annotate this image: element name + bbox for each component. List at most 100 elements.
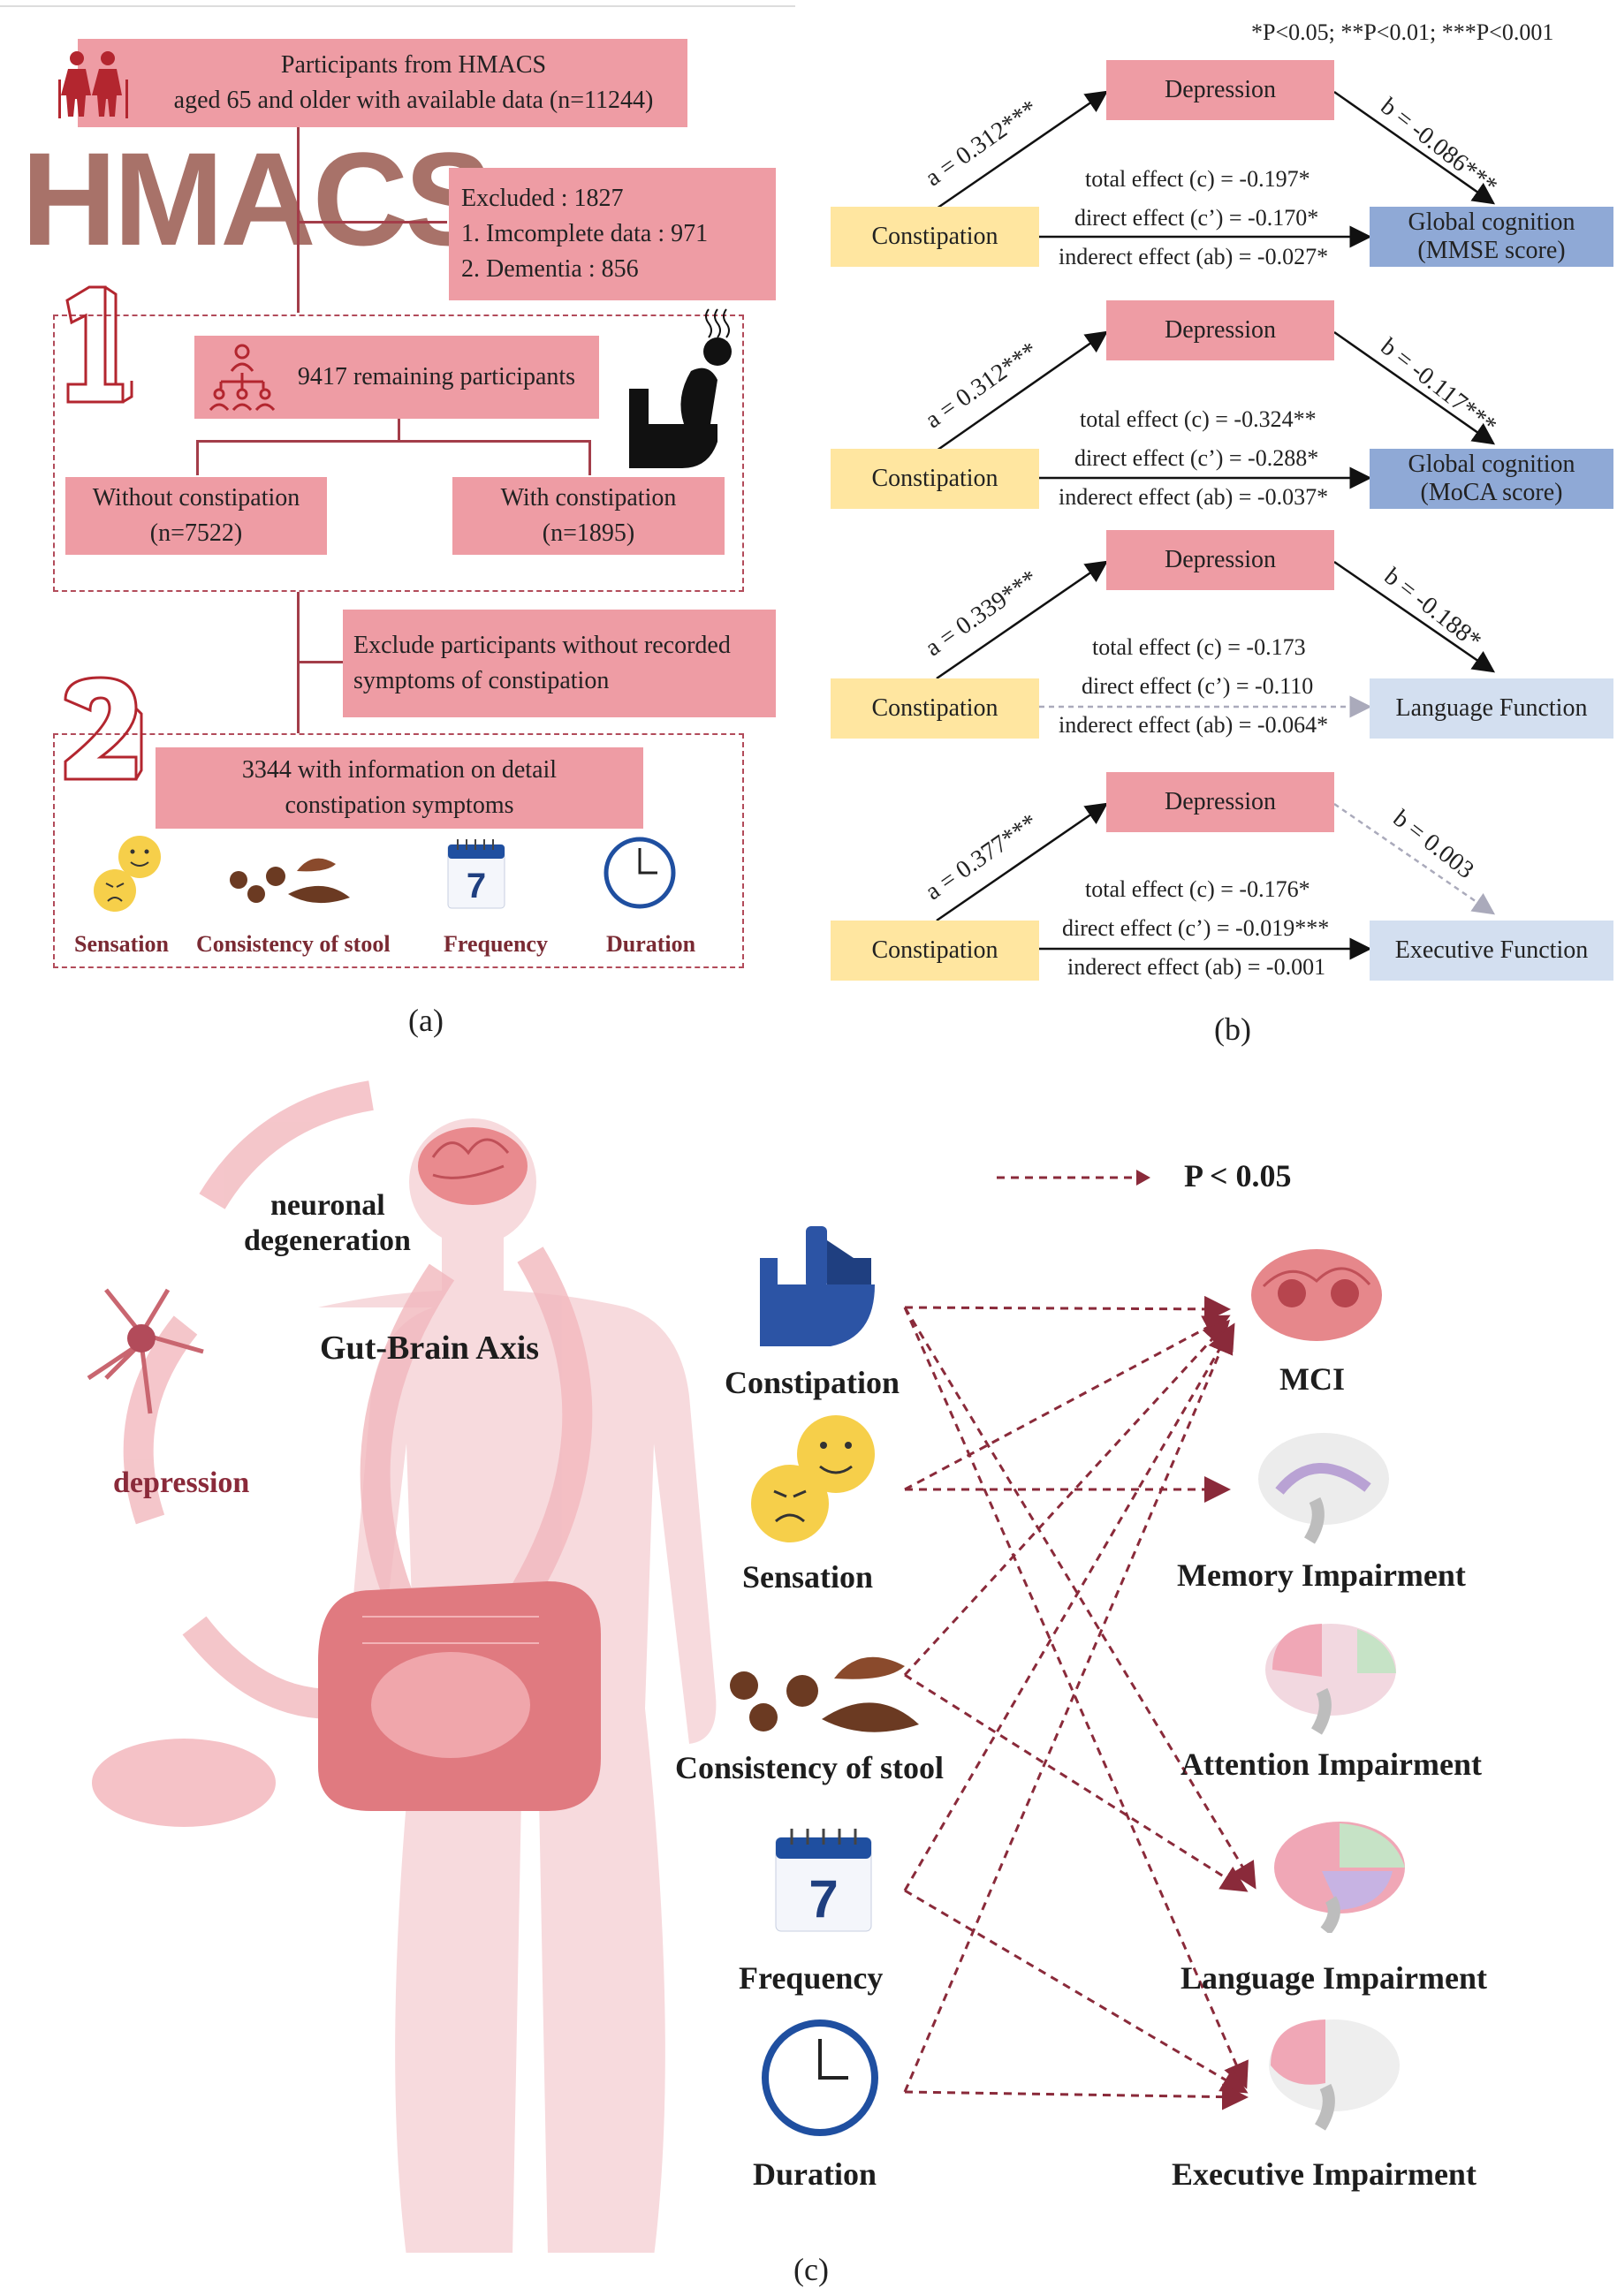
model-1-outcome-line-1: Global cognition bbox=[1408, 208, 1575, 236]
model-4-indirect: inderect effect (ab) = -0.001 bbox=[1067, 954, 1326, 980]
detail-box: 3344 with information on detail constipa… bbox=[156, 747, 643, 829]
model-4-outcome: Executive Function bbox=[1370, 921, 1613, 981]
elderly-couple-icon bbox=[58, 51, 128, 118]
model-1-outcome-line-2: (MMSE score) bbox=[1417, 237, 1566, 264]
model-3-total: total effect (c) = -0.173 bbox=[1092, 634, 1306, 660]
model-2-outcome-line-1: Global cognition bbox=[1408, 451, 1575, 478]
legend-arrow bbox=[997, 1170, 1150, 1186]
language-brain-icon bbox=[1274, 1822, 1405, 1933]
model-3-direct: direct effect (c’) = -0.110 bbox=[1082, 673, 1314, 699]
icon-label-duration: Duration bbox=[606, 931, 696, 957]
outcome-memory: Memory Impairment bbox=[1177, 1557, 1466, 1593]
model-2-outcome-line-2: (MoCA score) bbox=[1420, 479, 1563, 506]
model-3-indirect: inderect effect (ab) = -0.064* bbox=[1059, 712, 1329, 738]
model-2-outcome: Global cognition (MoCA score) bbox=[1370, 449, 1613, 509]
outcome-executive: Executive Impairment bbox=[1172, 2156, 1477, 2192]
model-2-mediator: Depression bbox=[1106, 300, 1334, 360]
significance-legend: *P<0.05; **P<0.01; ***P<0.001 bbox=[1251, 19, 1554, 45]
calendar-number: 7 bbox=[467, 867, 486, 906]
model-4-direct: direct effect (c’) = -0.019*** bbox=[1062, 915, 1330, 941]
participants-line-2: aged 65 and older with available data (n… bbox=[173, 87, 654, 114]
excluded-total: Excluded : 1827 bbox=[461, 185, 624, 212]
excluded-dementia: 2. Dementia : 856 bbox=[461, 255, 639, 283]
excluded-box: Excluded : 1827 1. Imcomplete data : 971… bbox=[449, 168, 776, 300]
model-1-direct: direct effect (c’) = -0.170* bbox=[1074, 205, 1319, 231]
outcome-attention: Attention Impairment bbox=[1180, 1747, 1482, 1782]
stage-2-numeral bbox=[64, 676, 143, 781]
toilet-person-icon bbox=[629, 308, 732, 468]
exposure-frequency: Frequency bbox=[739, 1960, 884, 1996]
toilet-icon bbox=[760, 1226, 875, 1346]
with-count: (n=1895) bbox=[542, 519, 635, 547]
calendar-large-number: 7 bbox=[808, 1869, 838, 1928]
detail-line-1: 3344 with information on detail bbox=[241, 756, 558, 784]
caption-c: (c) bbox=[793, 2252, 829, 2287]
attention-brain-icon bbox=[1265, 1624, 1396, 1735]
stage-2-group bbox=[53, 733, 744, 968]
hmacs-logo: HMACS bbox=[21, 125, 493, 273]
branch-right bbox=[588, 440, 591, 475]
stool-large-icon bbox=[730, 1656, 919, 1732]
caption-a: (a) bbox=[408, 1003, 444, 1038]
model-2-exposure: Constipation bbox=[831, 449, 1039, 509]
icon-label-frequency: Frequency bbox=[444, 931, 548, 957]
legend-label: P < 0.05 bbox=[1184, 1158, 1292, 1193]
participants-box: Participants from HMACS aged 65 and olde… bbox=[78, 39, 687, 127]
exposure-duration: Duration bbox=[753, 2156, 877, 2192]
connector-exclude-symptoms bbox=[297, 661, 343, 663]
stage-1-numeral bbox=[65, 285, 133, 404]
neuronal-label-2: degeneration bbox=[244, 1224, 411, 1257]
exposure-consistency: Consistency of stool bbox=[675, 1750, 944, 1785]
without-count: (n=7522) bbox=[149, 519, 243, 547]
exclude-symptoms-box: Exclude participants without recorded sy… bbox=[343, 610, 776, 717]
association-arrows bbox=[903, 1295, 1256, 2110]
with-constipation-box: With constipation (n=1895) bbox=[452, 477, 725, 555]
calendar-large-icon: 7 bbox=[775, 1829, 872, 1932]
clock-icon bbox=[604, 837, 676, 909]
with-label: With constipation bbox=[500, 484, 677, 511]
model-1-mediator: Depression bbox=[1106, 60, 1334, 120]
icon-label-sensation: Sensation bbox=[74, 931, 169, 957]
model-4-mediator: Depression bbox=[1106, 772, 1334, 832]
branch-left bbox=[196, 440, 199, 475]
model-2-direct: direct effect (c’) = -0.288* bbox=[1074, 445, 1319, 471]
exclude-symptoms-line-1: Exclude participants without recorded bbox=[353, 632, 731, 659]
mediation-arrows bbox=[936, 90, 1496, 960]
model-1-total: total effect (c) = -0.197* bbox=[1085, 166, 1310, 192]
model-4-total: total effect (c) = -0.176* bbox=[1085, 876, 1310, 902]
connector-exclude bbox=[297, 221, 447, 224]
sensation-icon bbox=[751, 1415, 875, 1542]
outcome-mci: MCI bbox=[1279, 1361, 1345, 1397]
without-constipation-box: Without constipation (n=7522) bbox=[65, 477, 327, 555]
model-2-total: total effect (c) = -0.324** bbox=[1080, 406, 1317, 432]
outcome-language: Language Impairment bbox=[1180, 1960, 1488, 1996]
exclude-symptoms-line-2: symptoms of constipation bbox=[353, 667, 610, 694]
connector-main bbox=[297, 127, 300, 313]
without-label: Without constipation bbox=[92, 484, 300, 511]
sensation-faces-icon bbox=[94, 836, 161, 912]
people-network-icon bbox=[209, 344, 276, 412]
model-3-outcome: Language Function bbox=[1370, 678, 1613, 739]
calendar-icon: 7 bbox=[447, 839, 505, 909]
remaining-label: 9417 remaining participants bbox=[297, 363, 576, 390]
exposure-constipation: Constipation bbox=[725, 1365, 900, 1400]
model-4-exposure: Constipation bbox=[831, 921, 1039, 981]
excluded-incomplete: 1. Imcomplete data : 971 bbox=[461, 220, 709, 247]
icon-label-consistency: Consistency of stool bbox=[196, 931, 391, 957]
model-3-exposure: Constipation bbox=[831, 678, 1039, 739]
gut-brain-axis-label: Gut-Brain Axis bbox=[320, 1330, 540, 1367]
caption-b: (b) bbox=[1214, 1012, 1251, 1047]
memory-brain-icon bbox=[1258, 1433, 1389, 1544]
depression-label: depression bbox=[113, 1466, 250, 1499]
stool-icon bbox=[230, 858, 350, 904]
clock-large-icon bbox=[762, 2019, 878, 2136]
model-3-mediator: Depression bbox=[1106, 530, 1334, 590]
model-1-indirect: inderect effect (ab) = -0.027* bbox=[1059, 244, 1329, 269]
neuronal-label-1: neuronal bbox=[270, 1189, 385, 1222]
model-2-indirect: inderect effect (ab) = -0.037* bbox=[1059, 484, 1329, 510]
model-1-exposure: Constipation bbox=[831, 207, 1039, 267]
top-rule bbox=[0, 5, 795, 7]
participants-line-1: Participants from HMACS bbox=[280, 51, 547, 79]
exposure-sensation: Sensation bbox=[742, 1559, 874, 1595]
branch-bar bbox=[196, 440, 590, 443]
